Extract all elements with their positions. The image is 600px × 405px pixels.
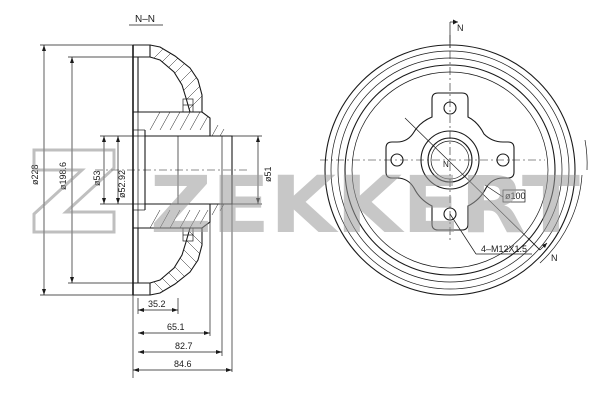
dim-l35-2: 35.2 xyxy=(148,299,166,309)
callouts: ø100 4–M12X1.5 xyxy=(449,184,532,255)
flange-hatching-top xyxy=(150,45,202,111)
dim-l82-7: 82.7 xyxy=(175,341,193,351)
dim-d51: ø51 xyxy=(263,166,273,182)
dim-l65-1: 65.1 xyxy=(167,322,185,332)
hub-flange xyxy=(385,92,515,231)
hub-section xyxy=(133,98,233,242)
bolt-circle-box xyxy=(502,189,526,203)
dim-d198-6: ø198.6 xyxy=(58,162,68,190)
length-dimensions: 35.2 65.1 82.7 84.6 xyxy=(132,204,233,378)
dim-d53: ø53 xyxy=(92,170,102,186)
hub-hatching-bottom xyxy=(149,203,225,229)
bolt-circle-label: ø100 xyxy=(505,191,526,201)
dim-l84-6: 84.6 xyxy=(174,359,192,369)
cut-marker-bottom: N xyxy=(551,253,558,263)
watermark: ZEKKERT xyxy=(32,148,580,251)
thread-label: 4–M12X1.5 xyxy=(481,244,527,254)
watermark-text: ZEKKERT xyxy=(150,161,580,251)
section-view: N–N xyxy=(30,14,273,378)
hub-hatching-top xyxy=(149,111,225,137)
dim-d228: ø228 xyxy=(30,164,40,185)
hub-marker: N xyxy=(443,160,449,169)
front-view: N N N ø100 4–M12X1.5 xyxy=(320,19,588,296)
section-cut-line: N N N xyxy=(404,19,558,263)
dim-d52-92: ø52.92 xyxy=(117,170,127,198)
watermark-logo-icon xyxy=(32,148,116,234)
cut-marker-top: N xyxy=(457,23,464,33)
section-title: N–N xyxy=(135,14,155,25)
